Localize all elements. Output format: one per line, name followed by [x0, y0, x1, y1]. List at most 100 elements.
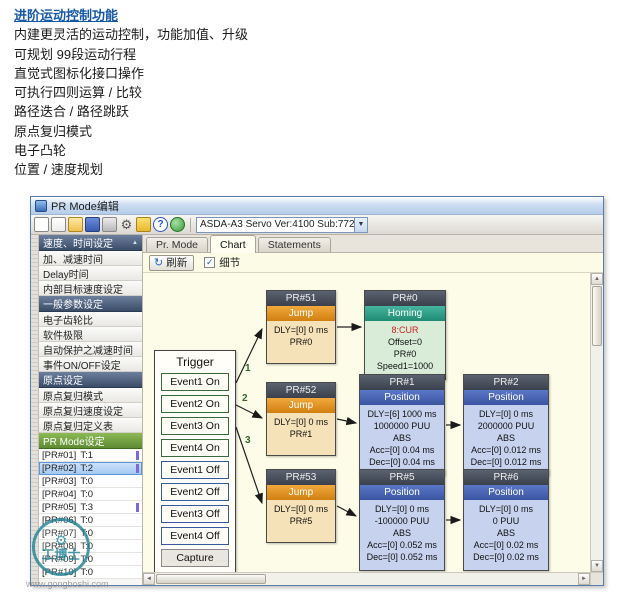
event2-on-button[interactable]: Event2 On	[161, 395, 229, 413]
pr-list-item-04[interactable]: [PR#04] T:0	[39, 488, 142, 501]
event3-on-button[interactable]: Event3 On	[161, 417, 229, 435]
intro-line: 位置 / 速度规划	[14, 162, 103, 178]
capture-button[interactable]: Capture	[161, 549, 229, 567]
node-line: ABS	[392, 528, 411, 538]
main-panel: Pr. Mode Chart Statements ↻ 刷新 ✓ 细节	[143, 235, 603, 585]
pr-label: [PR#03]	[42, 475, 77, 487]
flow-node-pr1[interactable]: PR#1 Position DLY=[6] 1000 ms 1000000 PU…	[359, 374, 445, 476]
sidebar-section-pr-mode[interactable]: PR Mode设定	[39, 433, 142, 449]
sidebar-item-target-speed[interactable]: 内部目标速度设定	[39, 281, 142, 296]
intro-line: 可执行四则运算 / 比较	[14, 85, 142, 101]
detail-checkbox[interactable]: ✓	[204, 257, 216, 268]
sidebar-item-homing-speed[interactable]: 原点复归速度设定	[39, 403, 142, 418]
titlebar[interactable]: PR Mode编辑	[31, 197, 603, 215]
scrollbar-corner	[590, 572, 603, 585]
sidebar-section-speed-time[interactable]: 速度、时间设定 ▲	[39, 235, 142, 251]
network-icon[interactable]	[170, 217, 185, 232]
pr-label: [PR#06]	[42, 514, 77, 526]
intro-block: 进阶运动控制功能 内建更灵活的运动控制，功能加值、升级 可规划 99段运动行程 …	[14, 6, 248, 180]
pr-list-item-01[interactable]: [PR#01] T:1	[39, 449, 142, 462]
event1-off-button[interactable]: Event1 Off	[161, 461, 229, 479]
pr-list-item-05[interactable]: [PR#05] T:3	[39, 501, 142, 514]
intro-title-link[interactable]: 进阶运动控制功能	[14, 8, 119, 23]
flow-node-pr5[interactable]: PR#5 Position DLY=[0] 0 ms -100000 PUU A…	[359, 469, 445, 571]
node-line: PR#0	[393, 349, 417, 359]
event4-on-button[interactable]: Event4 On	[161, 439, 229, 457]
tab-chart[interactable]: Chart	[210, 235, 256, 253]
sidebar-section-general-params[interactable]: 一般参数设定	[39, 296, 142, 312]
settings-gear-icon[interactable]: ⚙	[120, 217, 133, 232]
sidebar-item-protection-dec-time[interactable]: 自动保护之减速时间	[39, 342, 142, 357]
tab-pr-mode[interactable]: Pr. Mode	[146, 237, 209, 252]
flow-chart-canvas: 1 2 3 Trigger Event1 On Event2 On Event3…	[143, 273, 590, 572]
pr-label: [PR#09]	[42, 553, 77, 565]
sidebar-item-acc-dec-time[interactable]: 加、减速时间	[39, 251, 142, 266]
section-header-label: 原点设定	[43, 376, 83, 387]
detail-checkbox-wrap[interactable]: ✓ 细节	[204, 255, 240, 270]
vertical-scroll-thumb[interactable]	[592, 286, 602, 346]
sidebar-item-delay-time[interactable]: Delay时间	[39, 266, 142, 281]
lock-icon[interactable]	[136, 217, 151, 232]
sidebar-item-e-gear-ratio[interactable]: 电子齿轮比	[39, 312, 142, 327]
servo-dropdown[interactable]: ASDA-A3 Servo Ver:4100 Sub:772 ▼	[196, 216, 368, 233]
new-file-icon[interactable]	[34, 217, 49, 232]
sidebar-section-homing[interactable]: 原点设定	[39, 372, 142, 388]
chevron-down-icon[interactable]: ▼	[354, 217, 367, 232]
pr-list-item-02[interactable]: [PR#02] T:2	[39, 462, 142, 475]
scroll-left-icon[interactable]: ◄	[143, 573, 155, 585]
event4-off-button[interactable]: Event4 Off	[161, 527, 229, 545]
event3-off-button[interactable]: Event3 Off	[161, 505, 229, 523]
flow-node-pr2[interactable]: PR#2 Position DLY=[0] 0 ms 2000000 PUU A…	[463, 374, 549, 476]
node-type: Position	[464, 485, 548, 500]
node-line: DLY=[0] 0 ms	[374, 504, 430, 514]
pr-type: T:1	[80, 449, 94, 461]
scroll-right-icon[interactable]: ►	[578, 573, 590, 585]
scroll-up-icon[interactable]: ▲	[132, 239, 138, 246]
scroll-down-icon[interactable]: ▼	[591, 560, 603, 572]
pr-list-item-07[interactable]: [PR#07] T:0	[39, 527, 142, 540]
flow-node-pr51[interactable]: PR#51 Jump DLY=[0] 0 ms PR#0	[266, 290, 336, 364]
pr-list-item-09[interactable]: [PR#09] T:0	[39, 553, 142, 566]
chart-toolbar: ↻ 刷新 ✓ 细节	[143, 253, 603, 273]
sidebar-item-homing-definition[interactable]: 原点复归定义表	[39, 418, 142, 433]
event1-on-button[interactable]: Event1 On	[161, 373, 229, 391]
horizontal-scroll-thumb[interactable]	[156, 574, 266, 584]
sidebar-item-event-onoff[interactable]: 事件ON/OFF设定	[39, 357, 142, 372]
node-line: Acc=[0] 0.052 ms	[367, 540, 437, 550]
pr-list-item-03[interactable]: [PR#03] T:0	[39, 475, 142, 488]
save-icon[interactable]	[85, 217, 100, 232]
horizontal-scrollbar[interactable]: ◄ ►	[143, 572, 590, 585]
flow-node-pr6[interactable]: PR#6 Position DLY=[0] 0 ms 0 PUU ABS Acc…	[463, 469, 549, 571]
node-line: Acc=[0] 0.04 ms	[369, 445, 435, 455]
node-id: PR#0	[365, 291, 445, 306]
refresh-button[interactable]: ↻ 刷新	[149, 254, 195, 271]
sidebar-item-homing-mode[interactable]: 原点复归模式	[39, 388, 142, 403]
pr-type: T:0	[80, 514, 94, 526]
flow-node-pr52[interactable]: PR#52 Jump DLY=[0] 0 ms PR#1	[266, 382, 336, 456]
pr-label: [PR#10]	[42, 566, 77, 578]
pr-list-item-10[interactable]: [PR#10] T:0	[39, 566, 142, 579]
print-icon[interactable]	[102, 217, 117, 232]
node-line: DLY=[0] 0 ms	[478, 409, 534, 419]
canvas-wrap: 1 2 3 Trigger Event1 On Event2 On Event3…	[143, 273, 603, 572]
tab-statements[interactable]: Statements	[257, 237, 331, 252]
help-icon[interactable]: ?	[153, 217, 168, 232]
panel-splitter[interactable]	[31, 235, 39, 585]
window-content: 速度、时间设定 ▲ 加、减速时间 Delay时间 内部目标速度设定 一般参数设定…	[31, 235, 603, 585]
sidebar-item-software-limit[interactable]: 软件极限	[39, 327, 142, 342]
node-id: PR#51	[267, 291, 335, 306]
node-line: Acc=[0] 0.012 ms	[471, 445, 541, 455]
intro-line: 原点复归模式	[14, 123, 93, 139]
scroll-up-icon[interactable]: ▲	[591, 273, 603, 285]
node-line: Dec=[0] 0.052 ms	[366, 552, 438, 562]
flow-node-pr0[interactable]: PR#0 Homing 8:CUR Offset=0 PR#0 Speed1=1…	[364, 290, 446, 380]
folder-icon[interactable]	[68, 217, 83, 232]
pr-list-item-08[interactable]: [PR#08] T:0	[39, 540, 142, 553]
flow-node-pr53[interactable]: PR#53 Jump DLY=[0] 0 ms PR#5	[266, 469, 336, 543]
vertical-scrollbar[interactable]: ▲ ▼	[590, 273, 603, 572]
node-type: Position	[360, 390, 444, 405]
edge-label-1: 1	[245, 363, 251, 374]
open-file-icon[interactable]	[51, 217, 66, 232]
pr-list-item-06[interactable]: [PR#06] T:0	[39, 514, 142, 527]
event2-off-button[interactable]: Event2 Off	[161, 483, 229, 501]
